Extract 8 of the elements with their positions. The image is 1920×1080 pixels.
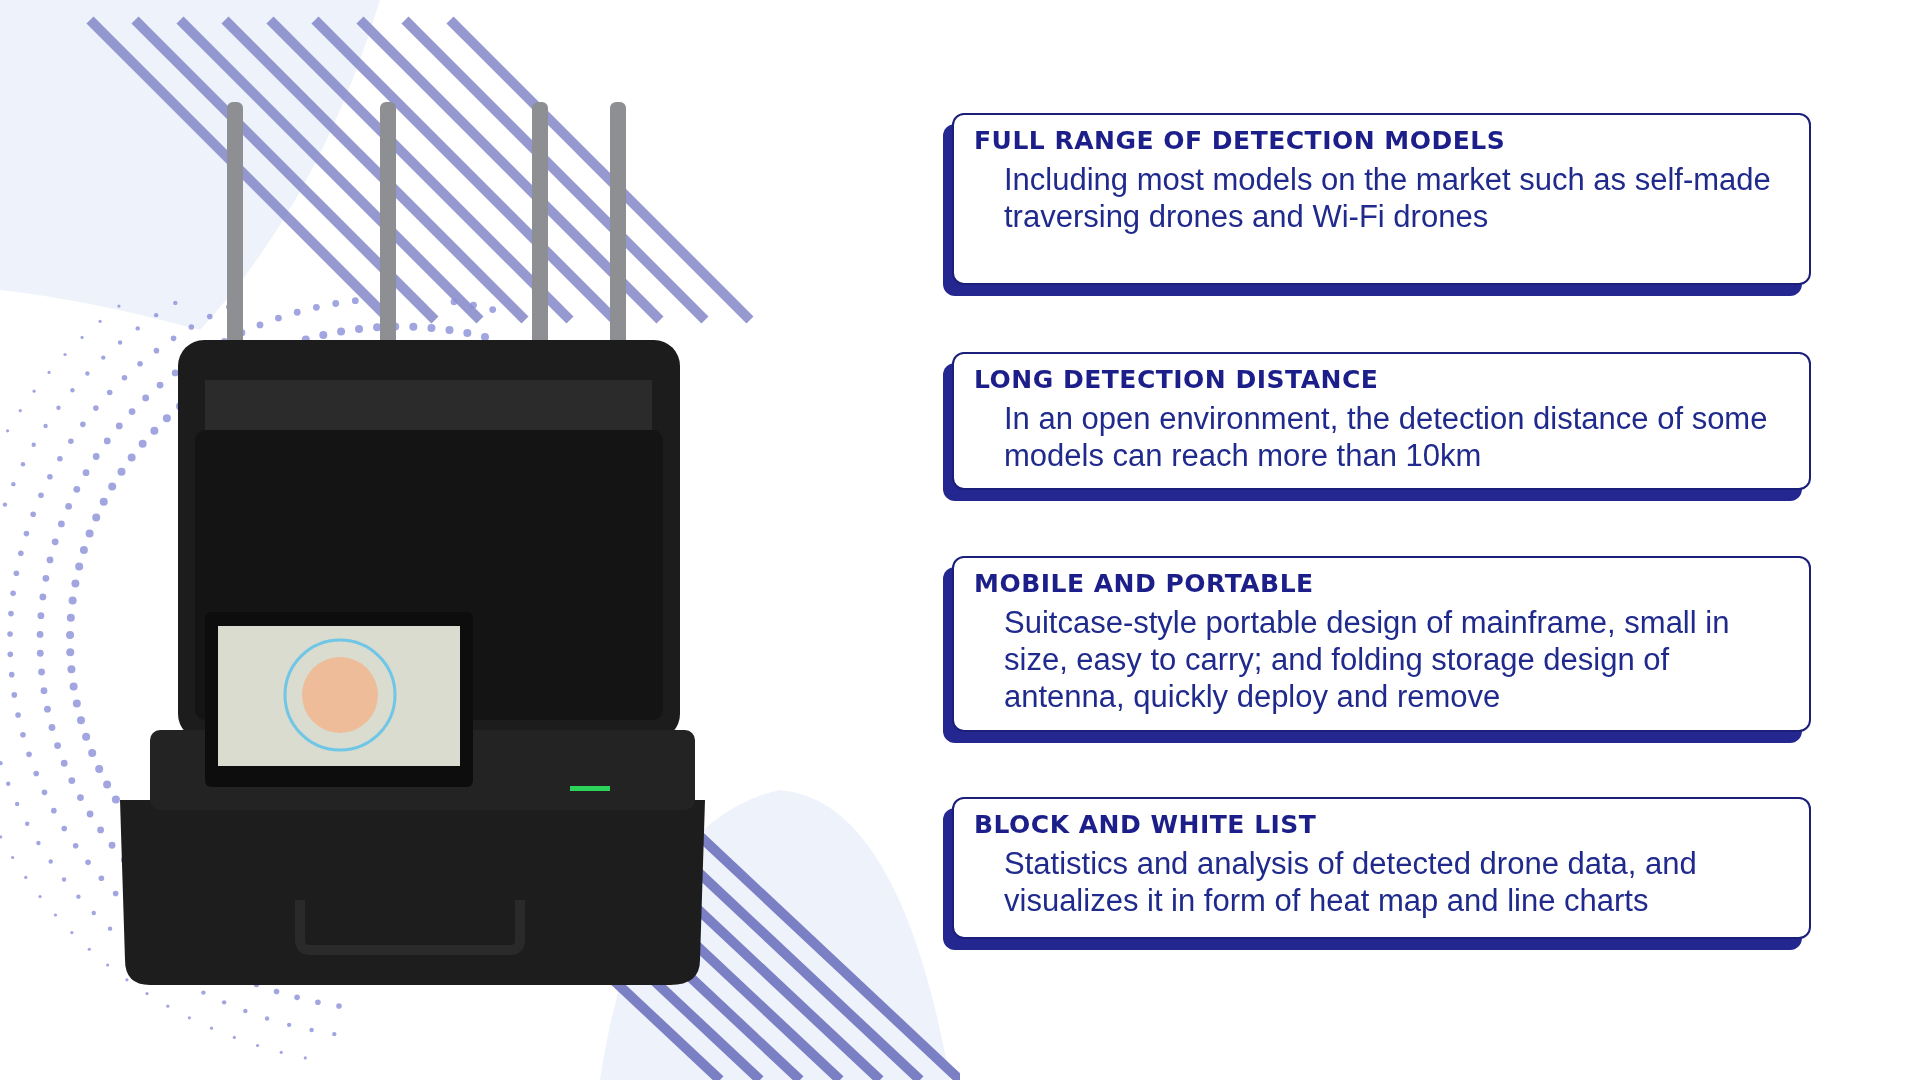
card-heading: LONG DETECTION DISTANCE xyxy=(974,366,1380,394)
card-heading: FULL RANGE OF DETECTION MODELS xyxy=(974,127,1507,155)
card-heading: BLOCK AND WHITE LIST xyxy=(974,811,1318,839)
card-description: Statistics and analysis of detected drone data, and visualizes it in form of heat map and line charts xyxy=(1004,844,1698,919)
card-description: Suitcase-style portable design of mainframe, small in size, easy to carry; and folding storage design of antenna, quickly deploy and remove xyxy=(1004,603,1731,716)
card-description: In an open environment, the detection distance of some models can reach more than 10km xyxy=(1004,399,1769,474)
card-description: Including most models on the market such as self-made traversing drones and Wi-Fi drones xyxy=(1004,160,1772,235)
card-heading: MOBILE AND PORTABLE xyxy=(974,570,1315,598)
